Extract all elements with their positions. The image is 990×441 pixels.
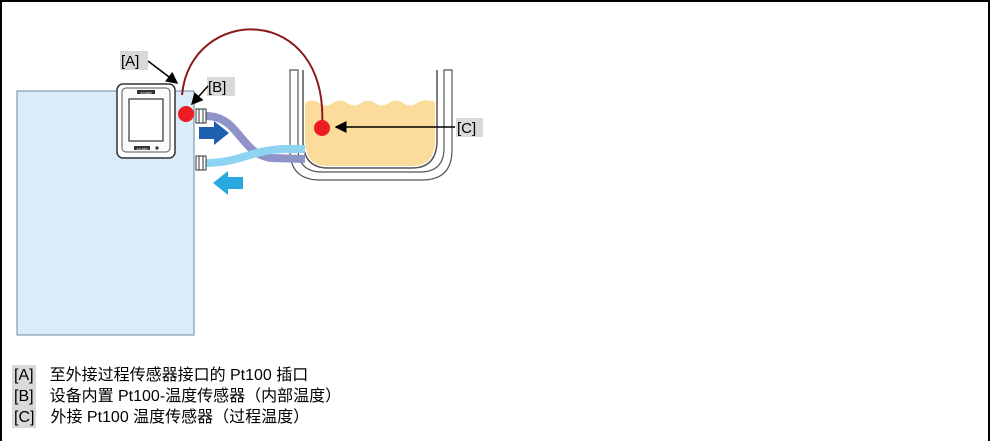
legend-item-c: [C] 外接 Pt100 温度传感器（过程温度） (12, 407, 912, 428)
callout-c: [C] (334, 118, 483, 137)
svg-text:[A]: [A] (121, 53, 139, 70)
flow-out-arrow (199, 121, 229, 145)
panel-brand-top: JULABO (140, 91, 152, 95)
svg-text:[B]: [B] (208, 79, 226, 96)
svg-text:[C]: [C] (457, 120, 476, 137)
panel-brand-bottom: JULABO (136, 147, 148, 151)
thermostat-connection-diagram: JULABO JULABO [A] [B] (16, 28, 483, 336)
control-panel: JULABO JULABO (116, 83, 176, 159)
legend: [A] 至外接过程传感器接口的 Pt100 插口 [B] 设备内置 Pt100-温度… (12, 365, 912, 428)
bath-vessel (289, 69, 453, 181)
internal-sensor-dot (178, 106, 194, 122)
legend-key-a: [A] (12, 365, 36, 386)
liquid (305, 100, 435, 166)
legend-item-a: [A] 至外接过程传感器接口的 Pt100 插口 (12, 365, 912, 386)
legend-text-b: 设备内置 Pt100-温度传感器（内部温度） (49, 388, 342, 405)
flow-in-arrow (213, 171, 243, 195)
return-hose (205, 145, 305, 167)
sensor-cable (181, 28, 324, 129)
callout-a: [A] (120, 51, 179, 84)
callout-b: [B] (191, 77, 235, 106)
legend-item-b: [B] 设备内置 Pt100-温度传感器（内部温度） (12, 386, 912, 407)
legend-key-c: [C] (12, 407, 37, 428)
legend-text-a: 至外接过程传感器接口的 Pt100 插口 (49, 367, 309, 384)
return-connector (195, 155, 207, 171)
legend-key-b: [B] (12, 386, 36, 407)
outflow-connector (195, 108, 207, 124)
outflow-hose (205, 112, 306, 163)
legend-text-c: 外接 Pt100 温度传感器（过程温度） (50, 409, 310, 426)
external-sensor-dot (314, 120, 330, 136)
